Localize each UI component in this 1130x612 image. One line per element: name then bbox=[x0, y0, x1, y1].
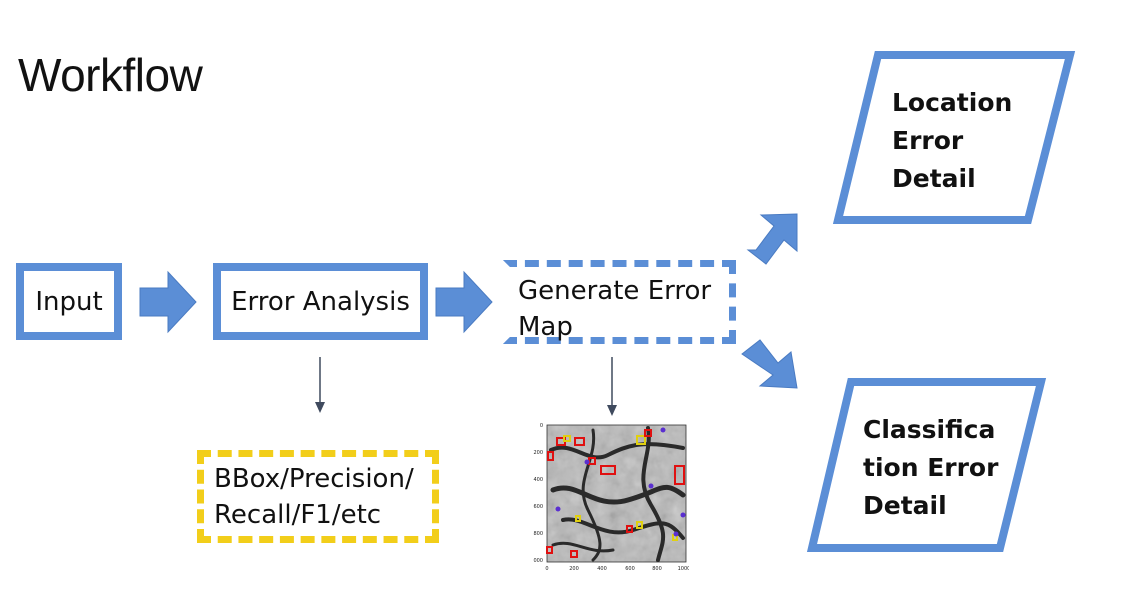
classification-error-line-1: Classifica bbox=[863, 415, 996, 444]
classification-error-line-2: tion Error bbox=[863, 453, 999, 482]
arrow-map-to-image-head bbox=[607, 405, 617, 416]
metrics-node: BBox/Precision/ Recall/F1/etc bbox=[197, 450, 439, 543]
ytick-800: 800 bbox=[533, 531, 543, 537]
location-error-parallelogram bbox=[832, 51, 1076, 224]
xtick-800: 800 bbox=[652, 566, 662, 572]
xtick-0: 0 bbox=[545, 566, 548, 572]
ytick-0: 0 bbox=[540, 423, 543, 429]
ytick-400: 400 bbox=[533, 477, 543, 483]
location-error-line-3: Detail bbox=[892, 164, 976, 193]
xtick-1000: 1000 bbox=[678, 566, 689, 572]
location-error-line-1: Location bbox=[892, 88, 1013, 117]
classification-error-label: Classifica tion Error Detail bbox=[863, 411, 998, 525]
arrow-to-classification-error bbox=[741, 339, 798, 389]
arrow-analysis-to-metrics-head bbox=[315, 402, 325, 413]
arrow-input-to-analysis bbox=[139, 270, 197, 334]
detection-points bbox=[555, 427, 686, 537]
location-error-line-2: Error bbox=[892, 126, 964, 155]
page-title: Workflow bbox=[18, 49, 203, 101]
ytick-600: 600 bbox=[533, 504, 543, 510]
error-analysis-node: Error Analysis bbox=[213, 263, 428, 340]
location-error-label: Location Error Detail bbox=[892, 84, 1012, 198]
xtick-200: 200 bbox=[569, 566, 579, 572]
error-map-axis-ticks: 0 200 400 600 800 1000 0 200 400 600 800… bbox=[533, 423, 689, 572]
micrograph-frame bbox=[546, 424, 687, 563]
ytick-1000: 1000 bbox=[533, 558, 543, 564]
generate-error-map-node: Generate Error Map bbox=[503, 260, 736, 344]
error-analysis-label: Error Analysis bbox=[231, 286, 410, 317]
error-map-image: 0 200 400 600 800 1000 0 200 400 600 800… bbox=[533, 423, 689, 572]
ytick-200: 200 bbox=[533, 450, 543, 456]
input-node: Input bbox=[16, 263, 122, 340]
xtick-400: 400 bbox=[597, 566, 607, 572]
metrics-label: BBox/Precision/ Recall/F1/etc bbox=[214, 463, 414, 530]
classification-error-line-3: Detail bbox=[863, 491, 947, 520]
xtick-600: 600 bbox=[625, 566, 635, 572]
classification-error-parallelogram bbox=[806, 378, 1047, 552]
input-label: Input bbox=[35, 286, 103, 317]
arrow-to-location-error bbox=[746, 213, 798, 265]
generate-error-map-label: Generate Error Map bbox=[518, 276, 712, 342]
arrow-analysis-to-map bbox=[435, 270, 493, 334]
